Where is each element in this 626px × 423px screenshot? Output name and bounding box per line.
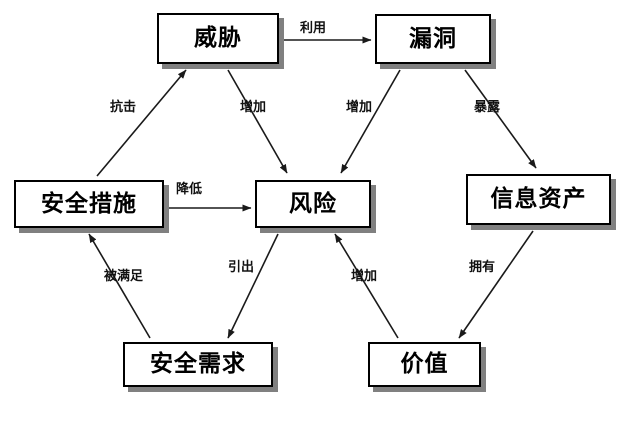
node-asset-label: 信息资产 bbox=[490, 186, 587, 212]
edge-label-threat-to-risk: 增加 bbox=[240, 100, 267, 115]
edge-label-asset-to-value: 拥有 bbox=[469, 260, 496, 275]
edge-asset-to-value bbox=[458, 230, 534, 339]
edge-control-to-threat bbox=[96, 69, 187, 177]
node-control-label: 安全措施 bbox=[41, 190, 137, 217]
node-vuln[interactable]: 漏洞 bbox=[375, 14, 491, 64]
edge-vuln-to-risk bbox=[340, 69, 401, 174]
node-value-label: 价值 bbox=[400, 351, 449, 377]
edge-label-vuln-to-asset: 暴露 bbox=[474, 100, 501, 115]
edge-value-to-risk bbox=[334, 233, 399, 339]
node-control[interactable]: 安全措施 bbox=[14, 180, 164, 228]
edge-vuln-to-asset bbox=[464, 69, 537, 169]
edge-label-vuln-to-risk: 增加 bbox=[346, 100, 373, 115]
node-threat-label: 威胁 bbox=[194, 25, 242, 51]
edge-risk-to-need bbox=[227, 233, 279, 339]
edge-label-need-to-control: 被满足 bbox=[104, 269, 144, 284]
edge-label-value-to-risk: 增加 bbox=[351, 269, 378, 284]
node-vuln-label: 漏洞 bbox=[409, 25, 457, 52]
node-threat[interactable]: 威胁 bbox=[157, 13, 279, 64]
edge-threat-to-risk bbox=[227, 69, 288, 174]
edge-label-threat-to-vuln: 利用 bbox=[300, 21, 327, 36]
edge-label-control-to-risk: 降低 bbox=[176, 182, 203, 197]
edge-label-risk-to-need: 引出 bbox=[228, 260, 255, 275]
node-asset[interactable]: 信息资产 bbox=[466, 174, 611, 225]
node-risk[interactable]: 风险 bbox=[255, 180, 371, 228]
edge-need-to-control bbox=[88, 233, 151, 339]
edge-label-control-to-threat: 抗击 bbox=[110, 100, 137, 115]
node-value[interactable]: 价值 bbox=[368, 342, 481, 387]
node-need-label: 安全需求 bbox=[150, 351, 246, 377]
node-need[interactable]: 安全需求 bbox=[123, 342, 273, 387]
node-risk-label: 风险 bbox=[289, 190, 337, 217]
